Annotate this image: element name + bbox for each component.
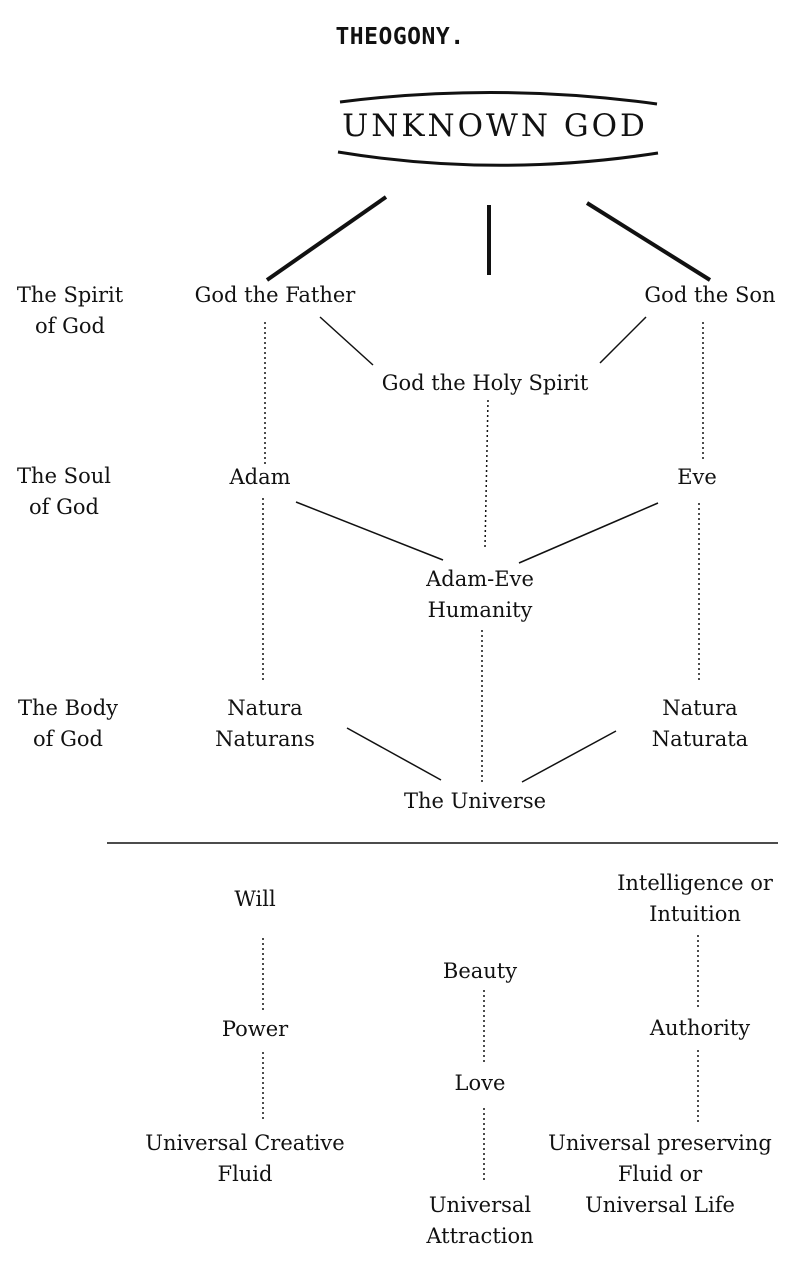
- lower-beauty: Beauty: [442, 959, 518, 983]
- line-son-to-holyspirit: [599, 316, 647, 364]
- node-god-son: God the Son: [644, 283, 776, 307]
- dots-holyspirit-humanity: [484, 399, 489, 548]
- node-adam: Adam: [229, 465, 291, 489]
- unknown-god-node: UNKNOWN GOD: [342, 108, 648, 144]
- top-bracket: [339, 91, 658, 106]
- node-eve: Eve: [677, 465, 717, 489]
- lower-love: Love: [454, 1071, 506, 1095]
- line-eve-to-humanity: [518, 502, 659, 564]
- line-naturans-to-universe: [346, 727, 442, 781]
- node-the-universe: The Universe: [403, 789, 547, 813]
- line-naturata-to-universe: [521, 730, 617, 783]
- node-god-father: God the Father: [194, 283, 356, 307]
- node-holy-spirit: God the Holy Spirit: [381, 371, 589, 395]
- line-adam-to-humanity: [295, 501, 444, 561]
- lower-will: Will: [234, 887, 276, 911]
- line-god-to-father: [265, 195, 388, 282]
- line-father-to-holyspirit: [319, 316, 374, 366]
- lower-authority: Authority: [649, 1016, 751, 1040]
- line-god-to-son: [585, 201, 712, 282]
- lower-power: Power: [221, 1017, 289, 1041]
- diagram-title: THEOGONY.: [335, 24, 465, 50]
- bottom-bracket: [337, 150, 659, 167]
